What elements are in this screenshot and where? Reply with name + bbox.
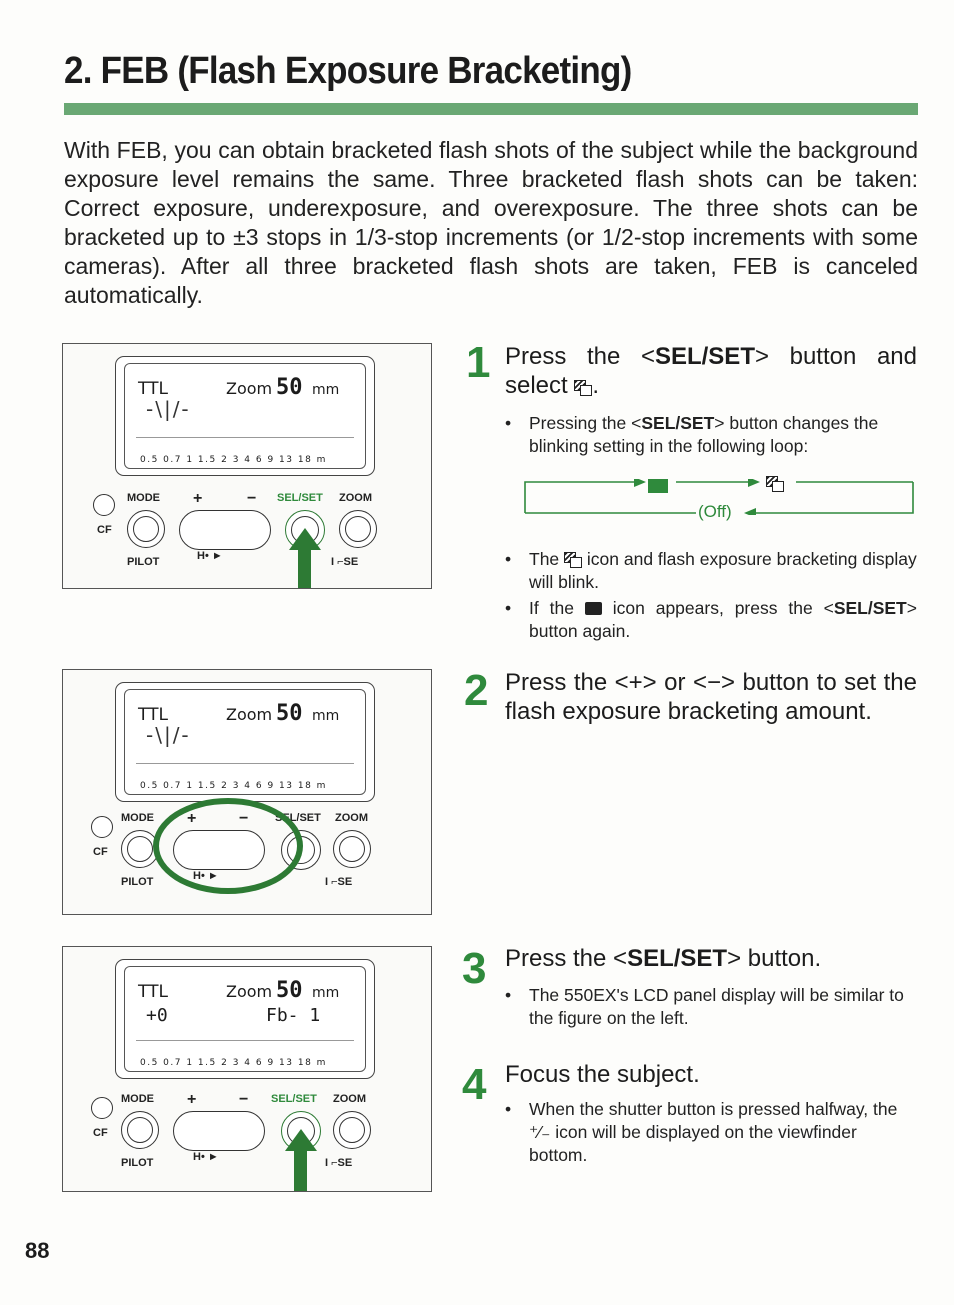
test-lamp-icon bbox=[91, 816, 113, 838]
step1-bullets-2: The icon and flash exposure bracketing d… bbox=[505, 548, 917, 646]
title-rule bbox=[64, 103, 918, 115]
zoom-button-label: ZOOM bbox=[333, 1093, 366, 1105]
sync-label: H• ► bbox=[193, 1151, 219, 1163]
step1-heading: Press the <SEL/SET> button and select . bbox=[505, 343, 917, 399]
minus-label: − bbox=[239, 1091, 249, 1108]
mode-button[interactable] bbox=[121, 830, 159, 868]
step1-bullet-3: If the icon appears, press the <SEL/SET>… bbox=[505, 597, 917, 643]
selset-label: SEL/SET bbox=[277, 492, 323, 504]
flash-panel-step1: TTL Zoom 50 mm -\|/- 0.5 0.7 1 1.5 2 3 4… bbox=[62, 343, 432, 589]
lcd-mm: mm bbox=[312, 708, 340, 724]
step4-bullet-1: When the shutter button is pressed halfw… bbox=[505, 1098, 917, 1167]
lcd-mm: mm bbox=[312, 382, 340, 398]
pilot-label: PILOT bbox=[127, 556, 160, 568]
lcd-ttl: TTL bbox=[138, 982, 168, 1002]
loop-off-label: (Off) bbox=[698, 502, 732, 521]
step1-bullet-1: Pressing the <SEL/SET> button changes th… bbox=[505, 412, 917, 458]
lcd-zoom-value: 50 bbox=[276, 375, 303, 400]
lcd-zoom-label: Zoom bbox=[226, 705, 273, 724]
cf-label: CF bbox=[93, 1127, 108, 1139]
lcd-zoom-value: 50 bbox=[276, 701, 303, 726]
step3-bullet-1: The 550EX's LCD panel display will be si… bbox=[505, 984, 917, 1030]
feb-amount-display: +0 bbox=[146, 1005, 168, 1026]
lcd-distance-scale: 0.5 0.7 1 1.5 2 3 4 6 9 13 18 m bbox=[140, 781, 327, 791]
step3-heading: Press the <SEL/SET> button. bbox=[505, 945, 822, 972]
sync-label: H• ► bbox=[197, 550, 223, 562]
minus-label: − bbox=[247, 490, 257, 507]
highlight-ring bbox=[153, 798, 303, 894]
plus-minus-button[interactable] bbox=[179, 510, 271, 550]
cf-label: CF bbox=[97, 524, 112, 536]
mode-label: MODE bbox=[127, 492, 160, 504]
blinking-feb-icon: -\|/- bbox=[146, 723, 191, 747]
lcd-zoom-value: 50 bbox=[276, 978, 303, 1003]
press-arrow-icon bbox=[289, 528, 321, 550]
pilot-label: PILOT bbox=[121, 876, 154, 888]
step2-heading: Press the <+> or <−> button to set the f… bbox=[505, 669, 917, 725]
plus-minus-button[interactable] bbox=[173, 1111, 265, 1151]
mode-label: MODE bbox=[121, 812, 154, 824]
lcd-ttl: TTL bbox=[138, 705, 168, 725]
page-number: 88 bbox=[25, 1238, 50, 1263]
cf-label: CF bbox=[93, 846, 108, 858]
test-lamp-icon bbox=[91, 1097, 113, 1119]
step4-heading: Focus the subject. bbox=[505, 1061, 700, 1088]
lcd-distance-scale: 0.5 0.7 1 1.5 2 3 4 6 9 13 18 m bbox=[140, 1058, 327, 1068]
lcd-ttl: TTL bbox=[138, 379, 168, 399]
feb-icon bbox=[574, 380, 593, 396]
mode-button[interactable] bbox=[121, 1111, 159, 1149]
lcd-display: TTL Zoom 50 mm +0 Fb- 1 0.5 0.7 1 1.5 2 … bbox=[115, 959, 375, 1079]
se-label: I ⌐SE bbox=[325, 876, 353, 888]
lcd-mm: mm bbox=[312, 985, 340, 1001]
mode-label: MODE bbox=[121, 1093, 154, 1105]
lcd-zoom-label: Zoom bbox=[226, 982, 273, 1001]
step4-bullets: When the shutter button is pressed halfw… bbox=[505, 1098, 917, 1170]
feb-icon bbox=[564, 552, 583, 568]
press-arrow-icon bbox=[285, 1129, 317, 1151]
lcd-distance-scale: 0.5 0.7 1 1.5 2 3 4 6 9 13 18 m bbox=[140, 455, 327, 465]
pilot-label: PILOT bbox=[121, 1157, 154, 1169]
lcd-zoom-label: Zoom bbox=[226, 379, 273, 398]
zoom-button[interactable] bbox=[333, 1111, 371, 1149]
step-number: 1 bbox=[466, 338, 491, 387]
se-label: I ⌐SE bbox=[331, 556, 359, 568]
fb-sequence-display: Fb- 1 bbox=[266, 1005, 321, 1026]
selset-label: SEL/SET bbox=[271, 1093, 317, 1105]
plus-label: + bbox=[193, 490, 203, 507]
zoom-button[interactable] bbox=[333, 830, 371, 868]
step-number: 2 bbox=[464, 666, 489, 715]
zoom-button[interactable] bbox=[339, 510, 377, 548]
zoom-button-label: ZOOM bbox=[339, 492, 372, 504]
step-number: 3 bbox=[462, 944, 487, 993]
feb-icon bbox=[766, 476, 784, 492]
se-label: I ⌐SE bbox=[325, 1157, 353, 1169]
blinking-feb-icon: -\|/- bbox=[146, 397, 191, 421]
fec-mark-icon: ⁺⁄₋ bbox=[529, 1122, 551, 1142]
zoom-button-label: ZOOM bbox=[335, 812, 368, 824]
flash-panel-step2: TTL Zoom 50 mm -\|/- 0.5 0.7 1 1.5 2 3 4… bbox=[62, 669, 432, 915]
intro-paragraph: With FEB, you can obtain bracketed flash… bbox=[64, 137, 918, 308]
step1-bullet-2: The icon and flash exposure bracketing d… bbox=[505, 548, 917, 594]
plus-label: + bbox=[187, 1091, 197, 1108]
page-title: 2. FEB (Flash Exposure Bracketing) bbox=[64, 50, 632, 92]
lcd-display: TTL Zoom 50 mm -\|/- 0.5 0.7 1 1.5 2 3 4… bbox=[115, 356, 375, 476]
step1-bullets: Pressing the <SEL/SET> button changes th… bbox=[505, 412, 917, 461]
setting-loop-diagram bbox=[524, 479, 914, 515]
test-lamp-icon bbox=[93, 494, 115, 516]
step3-bullets: The 550EX's LCD panel display will be si… bbox=[505, 984, 917, 1033]
sync-label: H• ► bbox=[193, 870, 219, 882]
fec-icon bbox=[584, 602, 602, 615]
lcd-display: TTL Zoom 50 mm -\|/- 0.5 0.7 1 1.5 2 3 4… bbox=[115, 682, 375, 802]
step-number: 4 bbox=[462, 1060, 487, 1109]
mode-button[interactable] bbox=[127, 510, 165, 548]
flash-panel-step3: TTL Zoom 50 mm +0 Fb- 1 0.5 0.7 1 1.5 2 … bbox=[62, 946, 432, 1192]
